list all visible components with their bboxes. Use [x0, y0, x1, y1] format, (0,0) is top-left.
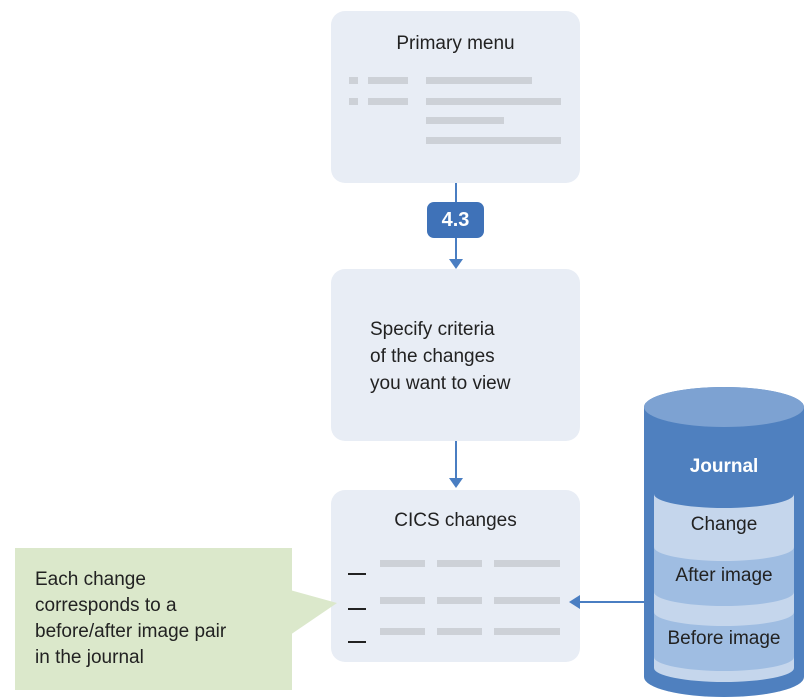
criteria-line: you want to view — [370, 373, 511, 394]
connector-line — [455, 441, 457, 481]
journal-labels: Journal Change After image Before image — [644, 385, 804, 698]
journal-title: Journal — [689, 456, 759, 477]
criteria-line: of the changes — [370, 346, 495, 367]
step-badge: 4.3 — [427, 202, 484, 238]
cics-changes-title: CICS changes — [394, 510, 517, 531]
note-pointer — [290, 590, 337, 635]
row-dash — [348, 608, 366, 610]
connector-line — [580, 601, 646, 603]
journal-after-image-label: After image — [675, 565, 773, 586]
journal-change-label: Change — [690, 514, 758, 535]
journal-database-icon — [644, 387, 804, 697]
note-line: in the journal — [35, 647, 144, 668]
menu-placeholder-bar — [368, 98, 408, 105]
change-placeholder-bar — [494, 560, 560, 567]
primary-menu-title: Primary menu — [396, 33, 515, 54]
row-dash — [348, 641, 366, 643]
arrowhead-down-icon — [449, 259, 463, 269]
criteria-text: Specify criteria of the changes you want… — [370, 316, 510, 397]
cics-changes-box: CICS changes — [331, 490, 580, 662]
primary-menu-box: Primary menu — [331, 11, 580, 183]
change-placeholder-bar — [494, 597, 560, 604]
menu-placeholder-bar — [426, 98, 561, 105]
arrowhead-down-icon — [449, 478, 463, 488]
menu-placeholder-bar — [426, 137, 561, 144]
menu-placeholder-bar — [349, 77, 358, 84]
change-placeholder-bar — [494, 628, 560, 635]
journal-before-image-label: Before image — [667, 628, 781, 649]
row-dash — [348, 573, 366, 575]
change-placeholder-bar — [437, 560, 482, 567]
note-callout: Each change corresponds to a before/afte… — [15, 548, 292, 690]
note-line: corresponds to a — [35, 595, 177, 616]
menu-placeholder-bar — [426, 77, 532, 84]
menu-placeholder-bar — [349, 98, 358, 105]
criteria-box: Specify criteria of the changes you want… — [331, 269, 580, 441]
change-placeholder-bar — [380, 597, 425, 604]
change-placeholder-bar — [380, 560, 425, 567]
change-placeholder-bar — [437, 597, 482, 604]
change-placeholder-bar — [380, 628, 425, 635]
note-line: Each change — [35, 569, 146, 590]
criteria-line: Specify criteria — [370, 319, 495, 340]
note-line: before/after image pair — [35, 621, 227, 642]
note-text: Each change corresponds to a before/afte… — [35, 567, 226, 671]
arrowhead-left-icon — [569, 595, 580, 609]
menu-placeholder-bar — [368, 77, 408, 84]
menu-placeholder-bar — [426, 117, 504, 124]
change-placeholder-bar — [437, 628, 482, 635]
